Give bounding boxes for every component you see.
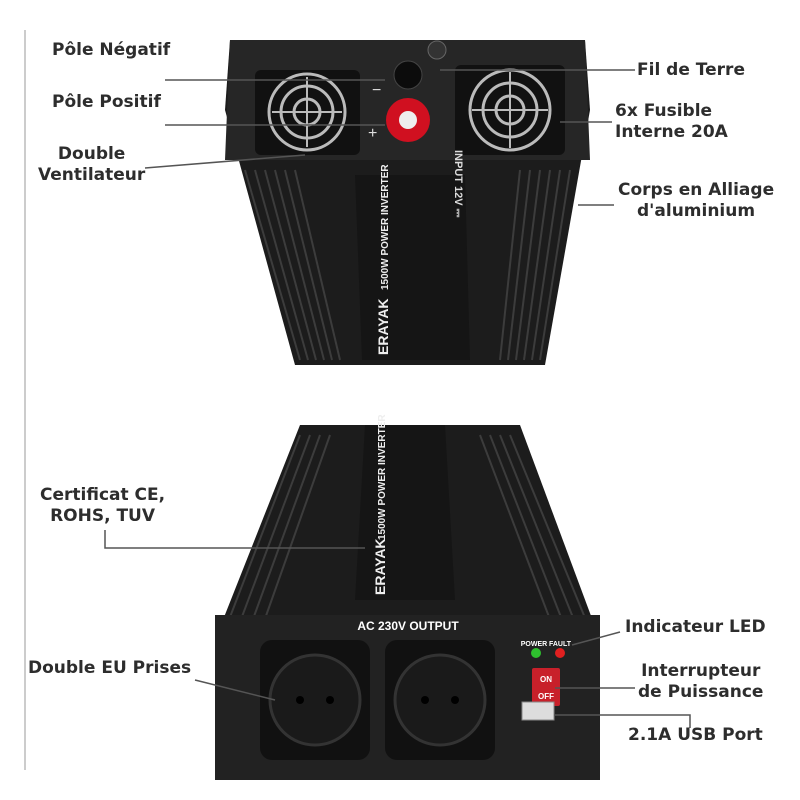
switch-on-label: ON [540,675,552,684]
plus-sign: + [368,125,377,142]
switch-off-label: OFF [538,692,554,701]
power-switch-icon [532,668,560,706]
label-plate [355,175,470,360]
fault-led-label: FAULT [549,641,572,648]
label-line: ROHS, TUV [50,506,156,526]
minus-sign: − [372,82,381,99]
label-led-indicator: Indicateur LED [625,617,766,637]
model-title-front: 1500W POWER INVERTER [377,414,388,540]
label-line: Certificat CE, [40,485,166,505]
fan-left-icon [255,70,360,155]
label-sockets: Double EU Prises [28,658,192,678]
label-line: Interne 20A [615,122,728,142]
input-label: INPUT 12V ⎓ [452,150,464,218]
label-line: Double [57,144,126,164]
label-ground-wire: Fil de Terre [637,60,745,80]
label-line: Corps en Alliage [618,180,775,200]
model-title-top: 1500W POWER INVERTER [380,164,391,290]
label-plate [355,425,455,600]
label-negative-pole: Pôle Négatif [52,40,171,60]
inverter-front-view [215,425,600,780]
label-line: 6x Fusible [615,101,713,121]
callout-lines [104,69,691,728]
brand-logo-front: ERAYAK [372,538,388,595]
fan-right-icon [455,65,565,155]
inverter-top-view [225,40,590,365]
fault-led-icon [555,648,565,658]
label-line: Ventilateur [38,165,146,185]
power-led-icon [531,648,541,658]
usb-port-icon [521,701,555,721]
label-line: de Puissance [638,682,764,702]
label-line: d'aluminium [637,201,756,221]
output-label: AC 230V OUTPUT [357,619,459,633]
label-line: Interrupteur [641,661,761,681]
brand-logo-top: ERAYAK [375,298,391,355]
negative-terminal-icon [393,60,423,90]
label-usb-port: 2.1A USB Port [628,725,763,745]
power-led-label: POWER [521,641,547,648]
label-positive-pole: Pôle Positif [52,92,161,112]
label-certificates: Certificat CE,ROHS, TUV [40,485,165,527]
ground-screw-icon [427,40,447,60]
